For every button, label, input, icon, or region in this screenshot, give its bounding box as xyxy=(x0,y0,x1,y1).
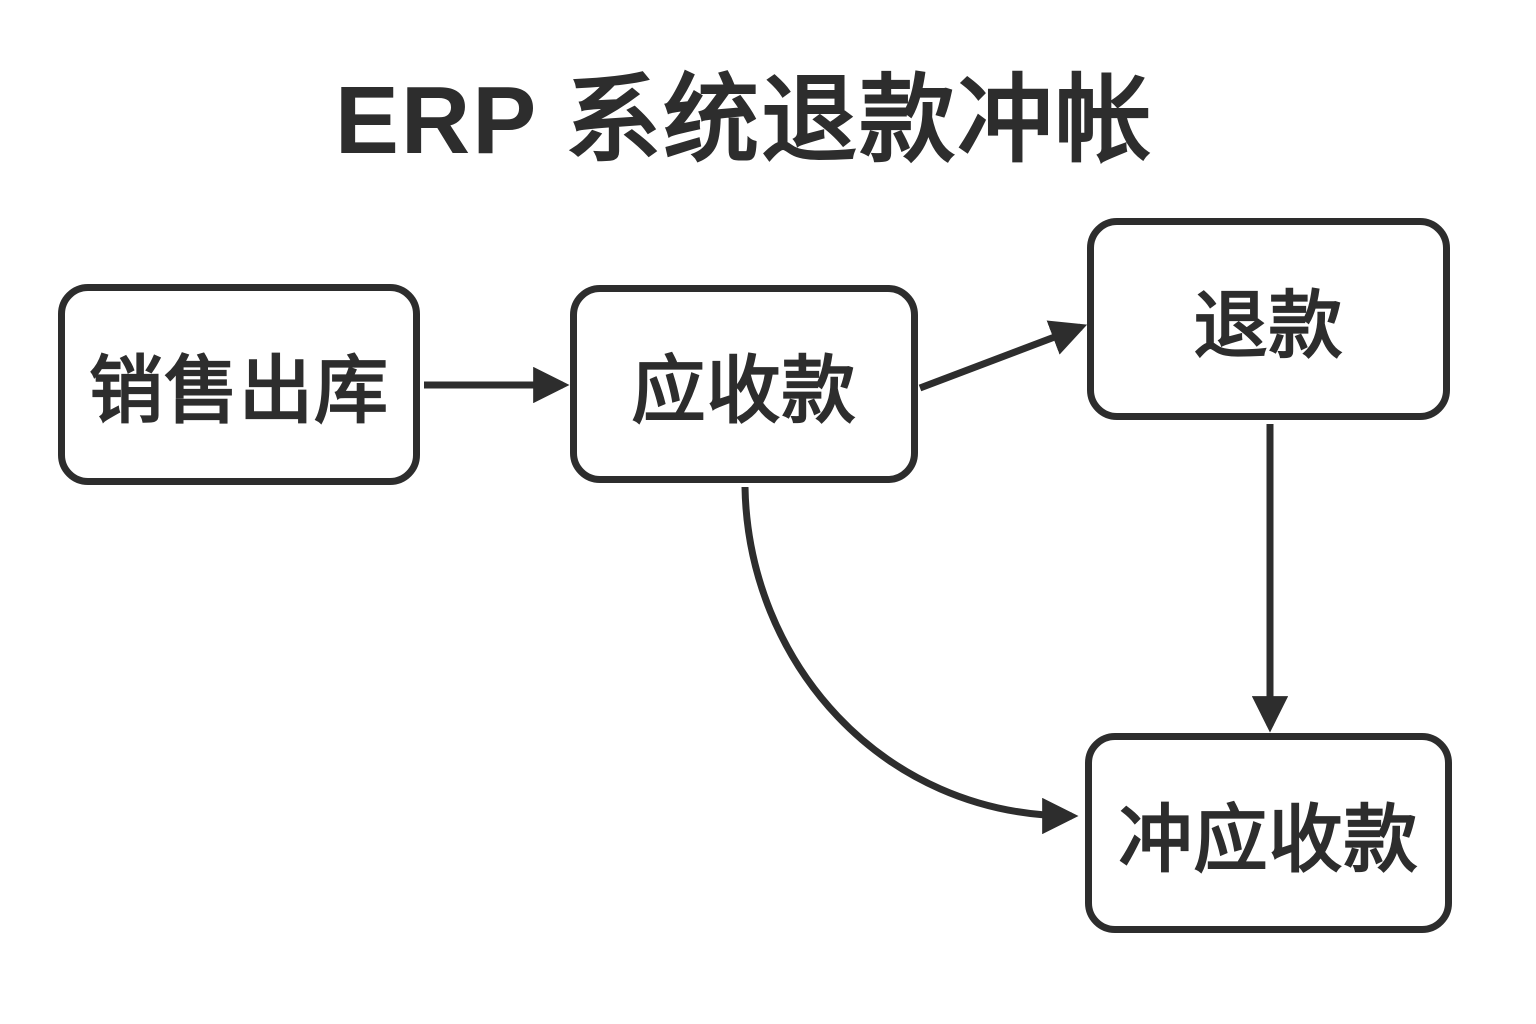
node-reverse-receivable: 冲应收款 xyxy=(1085,733,1452,933)
node-sales-outbound-label: 销售出库 xyxy=(89,349,389,432)
node-refund: 退款 xyxy=(1087,218,1450,420)
node-refund-label: 退款 xyxy=(1193,283,1344,367)
node-sales-outbound: 销售出库 xyxy=(58,284,420,485)
node-accounts-receivable-label: 应收款 xyxy=(631,348,857,432)
arrow-receivable-to-refund xyxy=(918,320,1088,392)
arrow-receivable-to-reverse-curved xyxy=(741,486,1079,835)
diagram-title: ERP 系统退款冲帐 xyxy=(334,67,1154,174)
node-reverse-receivable-label: 冲应收款 xyxy=(1118,797,1419,881)
node-accounts-receivable: 应收款 xyxy=(570,285,918,483)
